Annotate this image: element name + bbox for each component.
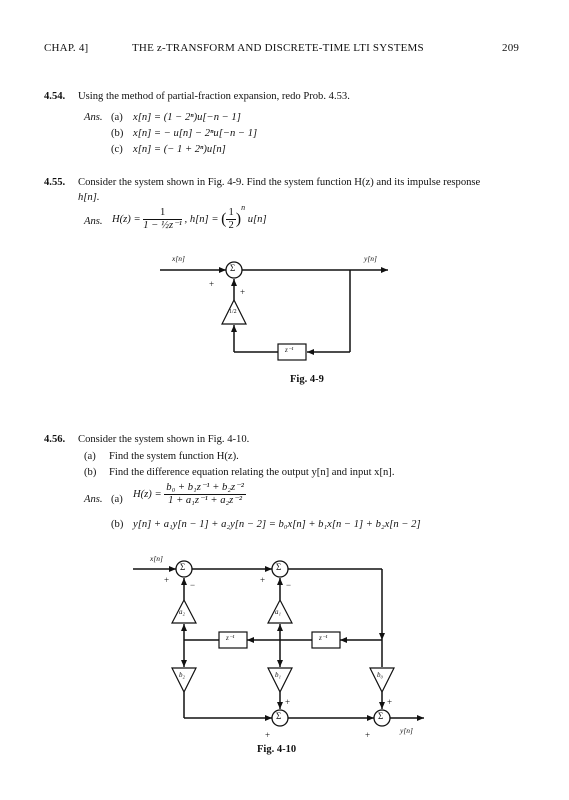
answer-expression: y[n] + a₁y[n − 1] + a₂y[n − 2] = b₀x[n] … xyxy=(133,519,421,530)
gain-triangle-b0 xyxy=(369,667,395,694)
hz-fraction: 1 1 − ½z⁻¹ xyxy=(143,207,182,232)
hz-lhs: H(z) = xyxy=(133,488,162,500)
gain-triangle-b1 xyxy=(267,667,293,694)
paren-left: ( xyxy=(221,210,227,228)
answer-label: Ans. xyxy=(84,216,103,227)
plus-sign: + xyxy=(209,279,215,289)
hz-fraction: b₀ + b₁z⁻¹ + b₂z⁻² 1 + a₁z⁻¹ + a₂z⁻² xyxy=(164,482,246,507)
gain-label-a2: a₂ xyxy=(179,608,185,616)
problem-text: Using the method of partial-fraction exp… xyxy=(78,91,350,102)
figure-caption: Fig. 4-9 xyxy=(290,374,324,385)
running-title: THE z-TRANSFORM AND DISCRETE-TIME LTI SY… xyxy=(132,42,424,54)
answer-expression: x[n] = (1 − 2ⁿ)u[−n − 1] xyxy=(133,112,241,123)
plus-sign: + xyxy=(265,730,271,740)
sigma-symbol: Σ xyxy=(230,263,236,273)
gain-label-b2: b₂ xyxy=(179,671,185,679)
hn-base-den: 2 xyxy=(228,220,234,232)
sigma-symbol: Σ xyxy=(276,562,282,572)
fig410-output-label: y[n] xyxy=(400,726,413,735)
gain-label-b0: b₀ xyxy=(377,671,383,679)
problem-number: 4.56. xyxy=(44,434,66,445)
hn-lhs: , h[n] = xyxy=(184,214,219,225)
gain-triangle xyxy=(221,298,247,325)
gain-triangle-a1 xyxy=(267,598,293,624)
plus-sign: + xyxy=(387,697,393,707)
fig49-input-label: x[n] xyxy=(172,254,185,263)
hz-numerator: b₀ + b₁z⁻¹ + b₂z⁻² xyxy=(164,482,246,495)
page-number: 209 xyxy=(502,42,520,54)
chapter-label: CHAP. 4] xyxy=(44,42,89,54)
problem-number: 4.55. xyxy=(44,177,66,188)
hn-tail: u[n] xyxy=(247,214,267,225)
gain-label-a1: a₁ xyxy=(275,608,281,616)
answer-part-label: (a) xyxy=(111,112,123,123)
sigma-symbol: Σ xyxy=(276,711,282,721)
delay-label: z⁻¹ xyxy=(285,346,294,354)
problem-text: Consider the system shown in Fig. 4-10. xyxy=(78,434,250,445)
hz-denominator: 1 + a₁z⁻¹ + a₂z⁻² xyxy=(168,495,243,506)
gain-triangle-b2 xyxy=(171,667,197,694)
fig410-input-label: x[n] xyxy=(150,554,163,563)
question-part-label: (b) xyxy=(84,467,97,478)
answer-part-label: (b) xyxy=(111,128,124,139)
delay-label: z⁻¹ xyxy=(319,634,328,642)
question-part-label: (a) xyxy=(84,451,96,462)
gain-triangle-a2 xyxy=(171,598,197,624)
answer-part-label: (a) xyxy=(111,494,123,505)
question-part-text: Find the difference equation relating th… xyxy=(109,467,395,478)
answer-expression: x[n] = (− 1 + 2ⁿ)u[n] xyxy=(133,144,226,155)
plus-sign: + xyxy=(240,287,246,297)
plus-sign: + xyxy=(285,697,291,707)
sigma-symbol: Σ xyxy=(378,711,384,721)
hz-numerator: 1 xyxy=(143,207,182,221)
minus-sign: − xyxy=(190,580,196,590)
answer-label: Ans. xyxy=(84,494,103,505)
hz-lhs: H(z) = xyxy=(112,214,141,225)
answer-label: Ans. xyxy=(84,112,103,123)
plus-sign: + xyxy=(365,730,371,740)
hn-base-num: 1 xyxy=(226,207,236,221)
answer-equation: H(z) = b₀ + b₁z⁻¹ + b₂z⁻² 1 + a₁z⁻¹ + a₂… xyxy=(133,482,246,507)
plus-sign: + xyxy=(260,575,266,585)
answer-part-label: (b) xyxy=(111,519,124,530)
problem-number: 4.54. xyxy=(44,91,66,102)
minus-sign: − xyxy=(286,580,292,590)
hn-exponent: n xyxy=(241,203,246,212)
figure-caption: Fig. 4-10 xyxy=(257,744,297,755)
fig49-output-label: y[n] xyxy=(364,254,377,263)
gain-label: 1/2 xyxy=(229,309,237,315)
delay-label: z⁻¹ xyxy=(226,634,235,642)
paren-right: ) xyxy=(235,210,242,228)
problem-text: h[n]. xyxy=(78,192,100,203)
problem-text: Consider the system shown in Fig. 4-9. F… xyxy=(78,177,481,188)
answer-expression: x[n] = − u[n] − 2ⁿu[−n − 1] xyxy=(133,128,258,139)
question-part-text: Find the system function H(z). xyxy=(109,451,239,462)
sigma-symbol: Σ xyxy=(180,562,186,572)
plus-sign: + xyxy=(164,575,170,585)
hz-denominator: 1 − ½z⁻¹ xyxy=(143,220,182,232)
gain-label-b1: b₁ xyxy=(275,671,281,679)
answer-part-label: (c) xyxy=(111,144,123,155)
